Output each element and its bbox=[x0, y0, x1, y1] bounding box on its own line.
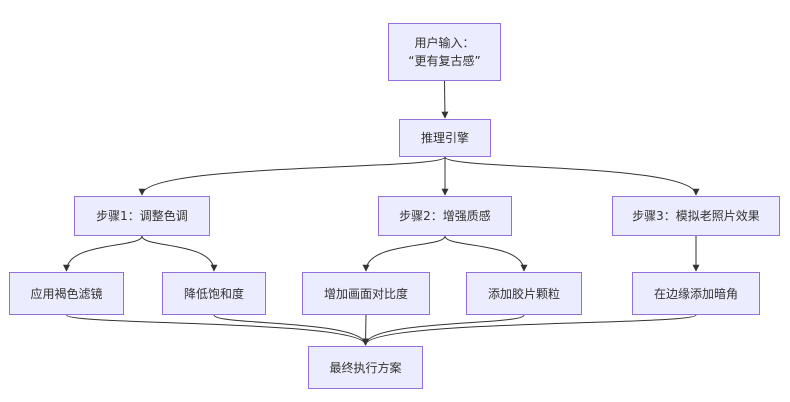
edge-step1-to-sepia bbox=[63, 235, 143, 272]
node-increase-contrast-label: 增加画面对比度 bbox=[323, 286, 408, 301]
edge-sepia-to-final bbox=[66, 314, 369, 346]
edge-step2-to-contrast bbox=[362, 235, 446, 272]
node-final-plan: 最终执行方案 bbox=[308, 346, 423, 389]
node-user-input-line1: 用户输入： bbox=[414, 36, 475, 50]
node-reasoning-engine: 推理引擎 bbox=[399, 119, 491, 157]
edge-desat-to-final bbox=[213, 314, 369, 346]
node-increase-contrast: 增加画面对比度 bbox=[302, 272, 430, 315]
edge-vignette-to-final bbox=[362, 314, 697, 346]
node-user-input-line2: “更有复古感” bbox=[408, 54, 481, 68]
edge-user_input-to-engine bbox=[441, 80, 449, 119]
node-step3-label: 步骤3：模拟老照片效果 bbox=[632, 209, 760, 223]
edge-step1-to-desat bbox=[141, 235, 218, 272]
node-step3-old-photo-effect: 步骤3：模拟老照片效果 bbox=[612, 196, 780, 236]
node-step1-adjust-tone: 步骤1：调整色调 bbox=[74, 196, 210, 236]
edge-step2-to-grain bbox=[444, 235, 528, 272]
node-reduce-saturation-label: 降低饱和度 bbox=[183, 286, 244, 301]
node-step1-label: 步骤1：调整色调 bbox=[96, 209, 188, 223]
node-add-film-grain-label: 添加胶片颗粒 bbox=[487, 286, 560, 301]
node-final-plan-label: 最终执行方案 bbox=[329, 360, 402, 375]
edge-engine-to-step3 bbox=[444, 156, 700, 196]
node-apply-sepia-filter: 应用褐色滤镜 bbox=[9, 272, 124, 315]
node-user-input: 用户输入： “更有复古感” bbox=[388, 23, 501, 81]
node-step2-label: 步骤2：增强质感 bbox=[399, 209, 491, 223]
node-add-edge-vignette: 在边缘添加暗角 bbox=[632, 272, 760, 315]
edge-engine-to-step1 bbox=[138, 156, 446, 196]
node-apply-sepia-filter-label: 应用褐色滤镜 bbox=[30, 286, 103, 301]
node-reasoning-engine-label: 推理引擎 bbox=[420, 131, 469, 145]
node-reduce-saturation: 降低饱和度 bbox=[162, 272, 266, 315]
node-add-edge-vignette-label: 在边缘添加暗角 bbox=[653, 286, 738, 301]
edge-grain-to-final bbox=[362, 314, 525, 346]
node-add-film-grain: 添加胶片颗粒 bbox=[466, 272, 582, 315]
edge-contrast-to-final bbox=[362, 314, 370, 346]
node-step2-enhance-texture: 步骤2：增强质感 bbox=[378, 196, 512, 236]
